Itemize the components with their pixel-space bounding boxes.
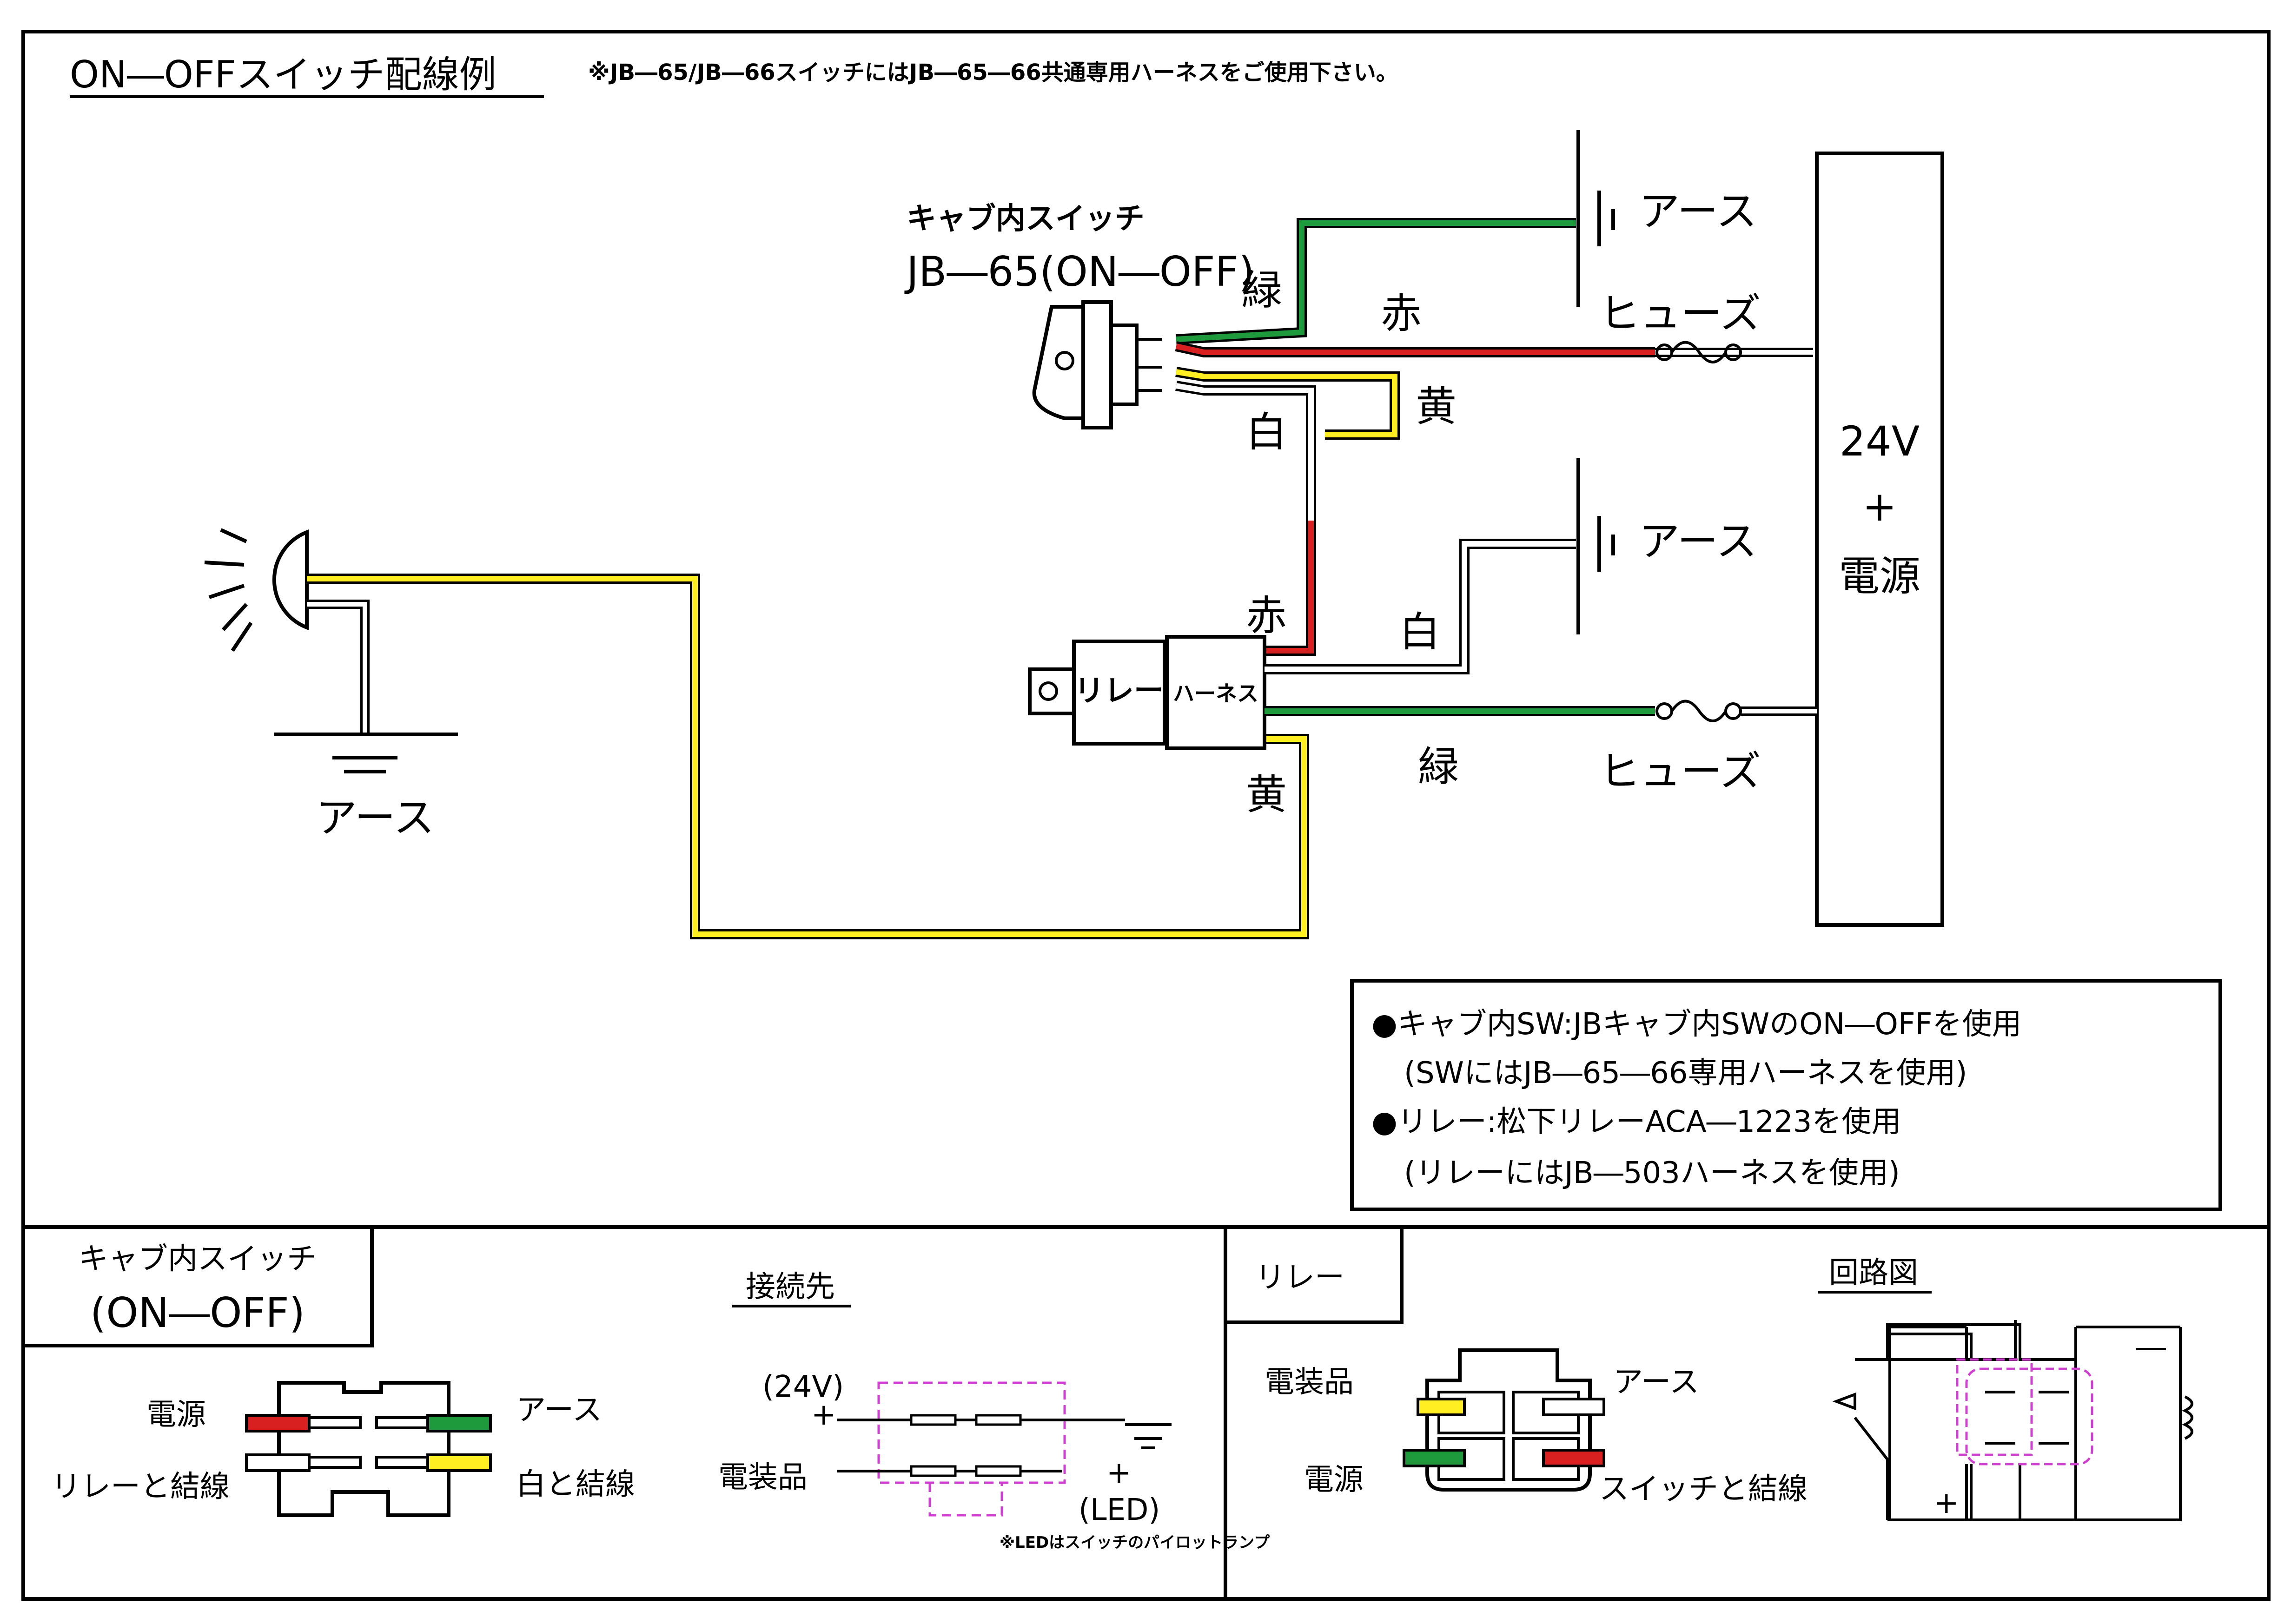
note-line-1: ●キャブ内SW:JBキャブ内SWのON―OFFを使用 bbox=[1371, 1007, 2022, 1042]
wire-red-relay bbox=[1265, 521, 1314, 654]
power-label: 電源 bbox=[1839, 552, 1920, 600]
circuit-title: 回路図 bbox=[1829, 1256, 1918, 1290]
note-line-3: ●リレー:松下リレーACA―1223を使用 bbox=[1371, 1105, 1901, 1139]
rocker-switch-icon bbox=[1032, 300, 1162, 429]
header-note: ※JB―65/JB―66スイッチにはJB―65―66共通専用ハーネスをご使用下さ… bbox=[588, 59, 1398, 86]
relay-pin-equip-label: 電装品 bbox=[1265, 1365, 1354, 1400]
connection-plus-2: + bbox=[1106, 1456, 1132, 1490]
sheet-border bbox=[21, 30, 2271, 1601]
wire-yellow-lamp-outline bbox=[307, 574, 1309, 939]
note-line-2: (SWにはJB―65―66専用ハーネスを使用) bbox=[1404, 1056, 1967, 1090]
switch-label: キャブ内スイッチ bbox=[907, 202, 1145, 236]
harness-box bbox=[1165, 635, 1266, 750]
circuit-plus: + bbox=[1934, 1486, 1959, 1520]
fuse-top-icon bbox=[1655, 341, 1742, 363]
relay-panel-header-frame bbox=[1225, 1227, 1404, 1324]
power-voltage-label: 24V bbox=[1840, 417, 1920, 465]
wire-label-white: 白 bbox=[1246, 408, 1287, 456]
wire-red bbox=[1175, 343, 1655, 355]
switch-connector-icon bbox=[245, 1381, 492, 1517]
page-title: ON―OFFスイッチ配線例 bbox=[70, 53, 497, 96]
connection-plus-1: + bbox=[811, 1398, 836, 1432]
fuse-bottom-label: ヒューズ bbox=[1599, 747, 1761, 795]
relay-pin-earth-label: アース bbox=[1613, 1365, 1699, 1400]
relay-circuit-switch bbox=[1832, 1326, 1968, 1521]
earth-mid-icon bbox=[1576, 458, 1615, 634]
earth-lamp-icon bbox=[274, 733, 458, 773]
connection-schematic bbox=[837, 1381, 1172, 1517]
wire-lamp-earth-outline bbox=[307, 600, 370, 734]
connection-panel-title: 接続先 bbox=[746, 1270, 835, 1304]
wire-green bbox=[1176, 220, 1576, 342]
lamp-icon bbox=[204, 528, 309, 652]
notes-box bbox=[1350, 979, 2222, 1211]
connection-equip-label: 電装品 bbox=[718, 1460, 808, 1495]
connection-led-label: (LED) bbox=[1079, 1493, 1160, 1527]
connection-24v-label: (24V) bbox=[762, 1370, 844, 1404]
relay-pin-switch-label: スイッチと結線 bbox=[1599, 1472, 1808, 1506]
relay-connector-icon bbox=[1403, 1348, 1605, 1492]
switch-pin-relay-label: リレーと結線 bbox=[51, 1470, 230, 1504]
wire-yellow-loop bbox=[1176, 369, 1397, 437]
wire-label-yellow: 黄 bbox=[1416, 383, 1457, 430]
switch-pin-white-label: 白と結線 bbox=[516, 1467, 635, 1502]
wire-label-white-relay: 白 bbox=[1399, 608, 1440, 656]
harness-label: ハーネス bbox=[1173, 681, 1258, 706]
relay-icon bbox=[1028, 640, 1166, 746]
earth-lamp-label: アース bbox=[316, 794, 434, 842]
wire-label-green-relay: 緑 bbox=[1418, 743, 1459, 791]
wire-label-green: 緑 bbox=[1241, 266, 1282, 314]
switch-pin-power-label: 電源 bbox=[146, 1398, 206, 1432]
switch-panel-header-frame bbox=[23, 1227, 374, 1347]
wire-yellow-lamp bbox=[307, 576, 1307, 937]
fuse-bottom-icon bbox=[1655, 700, 1742, 722]
power-plus-label: + bbox=[1862, 482, 1897, 530]
switch-pin-earth-label: アース bbox=[516, 1393, 602, 1427]
wire-white-outline bbox=[1175, 381, 1316, 521]
earth-top-label: アース bbox=[1639, 187, 1757, 235]
note-line-4: (リレーにはJB―503ハーネスを使用) bbox=[1404, 1156, 1900, 1190]
switch-panel-header-2: (ON―OFF) bbox=[90, 1289, 305, 1337]
fuse-top-label: ヒューズ bbox=[1599, 290, 1761, 337]
wire-white-earth bbox=[1265, 541, 1576, 672]
relay-panel-header: リレー bbox=[1255, 1261, 1344, 1295]
earth-top-icon bbox=[1576, 130, 1615, 307]
wire-white bbox=[1176, 383, 1314, 521]
circuit-minus: ― bbox=[2136, 1330, 2166, 1365]
power-supply-box bbox=[1815, 152, 1944, 927]
switch-panel-header-1: キャブ内スイッチ bbox=[79, 1242, 317, 1276]
relay-pin-power-label: 電源 bbox=[1304, 1463, 1364, 1497]
wire-lamp-earth bbox=[307, 602, 367, 734]
relay-label: リレー bbox=[1074, 674, 1164, 708]
connection-footnote: ※LEDはスイッチのパイロットランプ bbox=[1000, 1533, 1270, 1552]
switch-model-label: JB―65(ON―OFF) bbox=[904, 248, 1255, 296]
wire-label-red-relay: 赤 bbox=[1246, 592, 1287, 640]
earth-mid-label: アース bbox=[1639, 517, 1757, 565]
wire-label-yellow-relay: 黄 bbox=[1246, 771, 1287, 819]
wire-label-red: 赤 bbox=[1381, 290, 1422, 337]
